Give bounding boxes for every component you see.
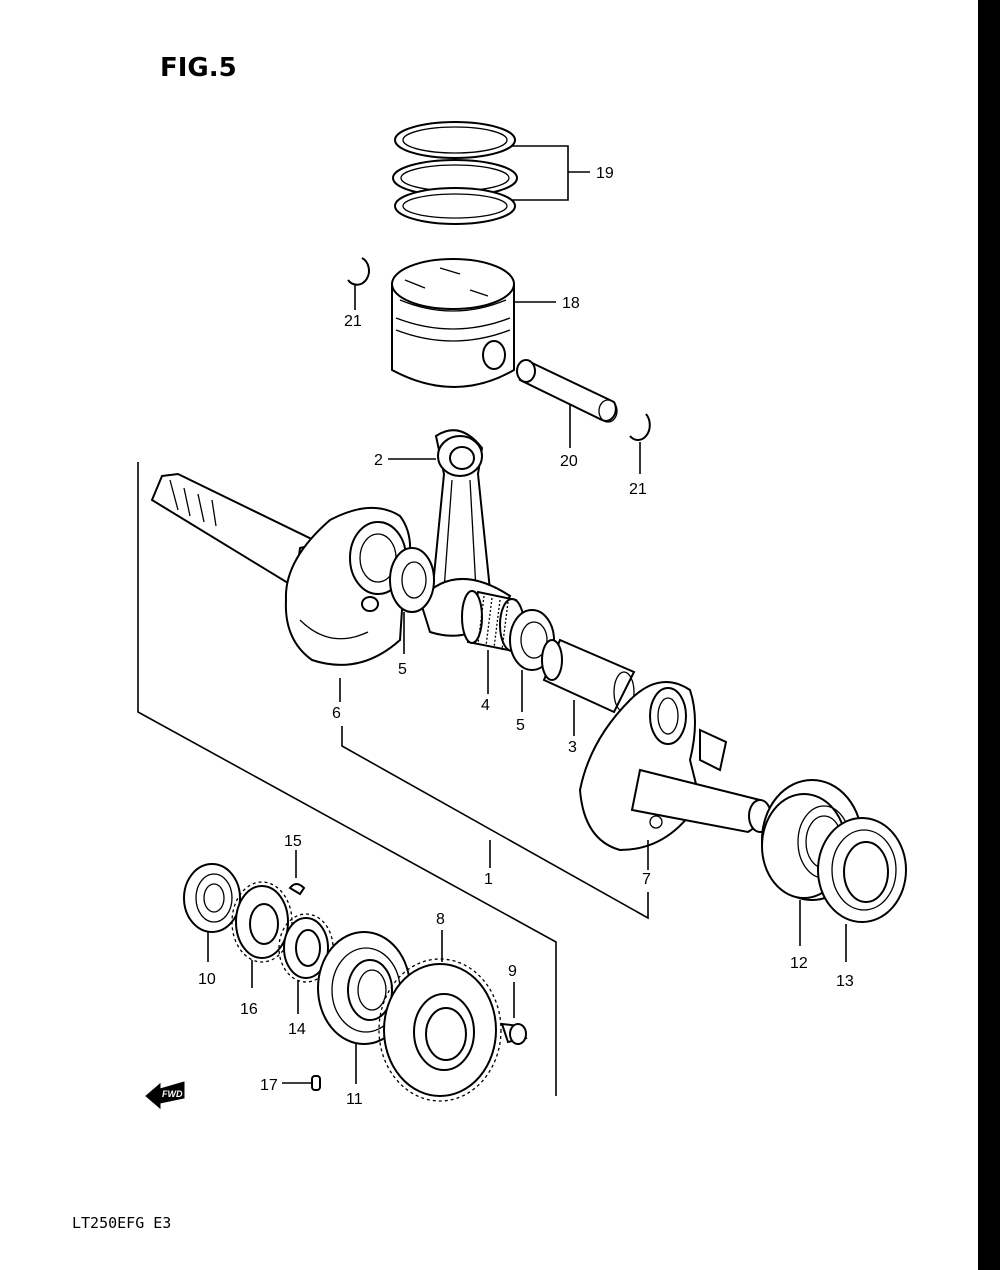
callout-9: 9 [508, 963, 517, 980]
callout-15: 15 [284, 833, 302, 850]
crankshaft-assembly-bracket [137, 462, 649, 1096]
primary-drive-gear [231, 881, 293, 988]
dowel-pin [282, 1075, 321, 1091]
crank-pin [541, 638, 636, 736]
callout-6: 6 [332, 705, 341, 722]
scan-edge-bar [978, 0, 1000, 1270]
piston-rings [392, 121, 590, 225]
callout-4: 4 [481, 697, 490, 714]
balancer-drive-gear [378, 930, 502, 1102]
callout-18: 18 [562, 295, 580, 312]
callout-20: 20 [560, 453, 578, 470]
callout-17: 17 [260, 1077, 278, 1094]
model-code: LT250EFG E3 [72, 1214, 171, 1232]
callout-21-left: 21 [344, 313, 362, 330]
piston [391, 258, 556, 388]
figure-title: FIG.5 [160, 53, 237, 83]
callout-5-right: 5 [516, 717, 525, 734]
forward-direction-arrow-icon [145, 1081, 185, 1110]
callout-3: 3 [568, 739, 577, 756]
callout-21-right: 21 [629, 481, 647, 498]
callout-5-left: 5 [398, 661, 407, 678]
gear-pin [500, 982, 528, 1045]
callout-1: 1 [484, 871, 493, 888]
left-main-bearing [183, 863, 241, 962]
callout-7: 7 [642, 871, 651, 888]
piston-pin-circlip-left [347, 257, 370, 310]
drive-gear-spacer [278, 913, 334, 1014]
callout-12: 12 [790, 955, 808, 972]
woodruff-key [288, 850, 306, 896]
crankshaft-left-half [150, 472, 412, 702]
callout-8: 8 [436, 911, 445, 928]
piston-pin-circlip-right [629, 413, 651, 474]
callout-10: 10 [198, 971, 216, 988]
callout-19: 19 [596, 165, 614, 182]
forward-direction-label: FWD [162, 1089, 183, 1099]
callout-14: 14 [288, 1021, 306, 1038]
thrust-washer-left [389, 547, 435, 654]
callout-13: 13 [836, 973, 854, 990]
callout-16: 16 [240, 1001, 258, 1018]
crankshaft-right-half [578, 681, 772, 870]
callout-11: 11 [346, 1091, 363, 1108]
piston-pin [516, 359, 618, 448]
oil-seal [817, 817, 907, 962]
callout-2: 2 [374, 452, 383, 469]
